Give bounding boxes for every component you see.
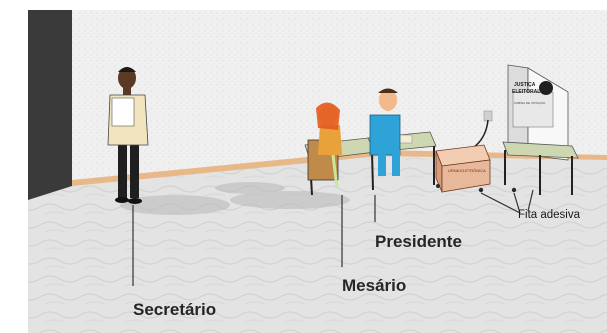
voting-booth: JUSTIÇA ELEITORAL CABINA DE VOTAÇÃO <box>502 64 579 195</box>
booth-sign-line3: CABINA DE VOTAÇÃO <box>514 100 546 105</box>
label-mesario: Mesário <box>342 276 407 295</box>
urna-box-label: URNA ELETRÔNICA <box>448 168 486 173</box>
label-fita-adesiva: Fita adesiva <box>518 209 581 221</box>
booth-sign-line1: JUSTIÇA <box>514 82 536 88</box>
urna-box: URNA ELETRÔNICA <box>435 144 491 193</box>
pointer-lines <box>132 189 534 286</box>
pointer-fita-3 <box>527 189 534 212</box>
wall-outlet <box>483 110 493 122</box>
presidente-figure <box>369 88 401 176</box>
pointer-fita-1 <box>480 192 521 214</box>
booth-seal-icon <box>539 81 553 95</box>
tape-marks <box>436 184 517 193</box>
baseboard <box>72 150 607 186</box>
left-dark-wall <box>28 10 72 200</box>
secretary-figure <box>107 67 149 204</box>
shadows <box>120 182 350 215</box>
pointer-fita-2 <box>513 192 521 214</box>
label-presidente: Presidente <box>375 232 462 251</box>
booth-sign-line2: ELEITORAL <box>512 89 540 95</box>
mesario-figure <box>307 102 342 189</box>
label-secretario: Secretário <box>133 300 217 319</box>
